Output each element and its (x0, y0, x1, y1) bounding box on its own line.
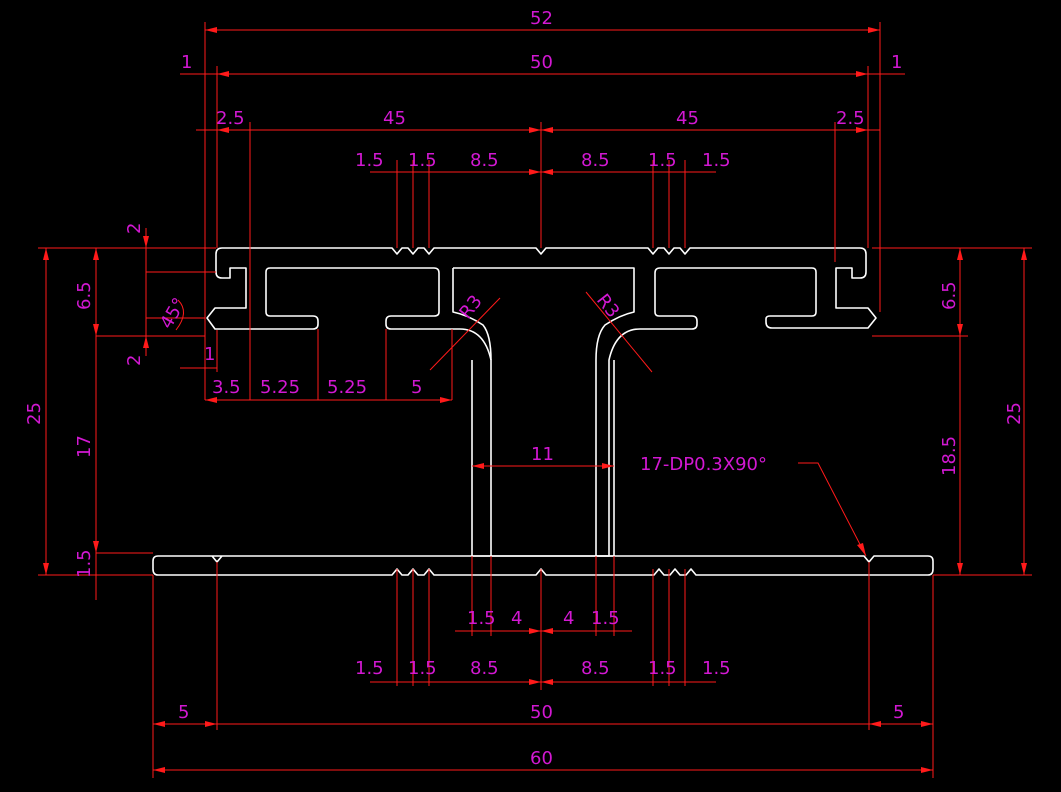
dim-bottom-web-4-right: 4 (563, 608, 574, 629)
dim-top-groove-1-5-b: 1.5 (408, 150, 437, 171)
dim-left-1-5: 1.5 (74, 549, 95, 578)
dimension-lines (38, 22, 1032, 778)
top-flange-edge (206, 247, 877, 557)
dim-right-18-5: 18.5 (939, 436, 960, 476)
dim-top-50: 50 (530, 52, 553, 73)
dim-web-11: 11 (531, 444, 554, 465)
bottom-flange (152, 555, 934, 576)
dimension-labels: 52 50 1 1 2.5 2.5 45 45 1.5 1.5 8.5 8.5 … (24, 8, 1025, 769)
dim-slot-5-25-a: 5.25 (260, 377, 300, 398)
dim-top-groove-1-5-a: 1.5 (355, 150, 384, 171)
dim-left-1: 1 (204, 344, 215, 365)
dim-top-right-45: 45 (676, 108, 699, 129)
dim-left-25: 25 (24, 402, 45, 425)
dim-bottom-right-5: 5 (893, 702, 904, 723)
groove-note: 17-DP0.3X90° (640, 454, 767, 475)
dim-bottom-groove-8-5-right: 8.5 (581, 658, 610, 679)
dim-slot-5: 5 (411, 377, 422, 398)
dim-bottom-60: 60 (530, 748, 553, 769)
dim-top-52: 52 (530, 8, 553, 29)
dim-bottom-groove-8-5-left: 8.5 (470, 658, 499, 679)
dim-top-groove-8-5-right: 8.5 (581, 150, 610, 171)
dim-top-left-2-5: 2.5 (216, 108, 245, 129)
dim-bottom-groove-1-5-c: 1.5 (648, 658, 677, 679)
dim-left-45-deg: 45° (156, 294, 190, 332)
dim-top-left-1: 1 (181, 52, 192, 73)
dim-top-groove-8-5-left: 8.5 (470, 150, 499, 171)
dim-bottom-web-1-5-right: 1.5 (591, 608, 620, 629)
dim-bottom-left-5: 5 (178, 702, 189, 723)
dim-bottom-web-1-5-left: 1.5 (467, 608, 496, 629)
dim-top-left-45: 45 (383, 108, 406, 129)
dim-left-6-5: 6.5 (74, 281, 95, 310)
dim-right-6-5: 6.5 (939, 281, 960, 310)
aluminium-profile (152, 247, 934, 576)
dim-top-right-2-5: 2.5 (836, 108, 865, 129)
dim-slot-3-5: 3.5 (212, 377, 241, 398)
dim-right-25: 25 (1004, 402, 1025, 425)
dim-slot-5-25-b: 5.25 (327, 377, 367, 398)
dim-bottom-groove-1-5-d: 1.5 (702, 658, 731, 679)
dim-radius-left: R3 (455, 291, 486, 323)
dim-left-2-top: 2 (124, 223, 145, 234)
dim-bottom-groove-1-5-a: 1.5 (355, 658, 384, 679)
dim-bottom-50: 50 (530, 702, 553, 723)
dim-top-groove-1-5-d: 1.5 (702, 150, 731, 171)
dim-left-17: 17 (74, 435, 95, 458)
dim-bottom-web-4-left: 4 (511, 608, 522, 629)
dim-bottom-groove-1-5-b: 1.5 (408, 658, 437, 679)
center-t-slot (452, 267, 635, 556)
dim-left-2-bottom: 2 (124, 355, 145, 366)
dim-top-groove-1-5-c: 1.5 (648, 150, 677, 171)
dim-top-right-1: 1 (891, 52, 902, 73)
